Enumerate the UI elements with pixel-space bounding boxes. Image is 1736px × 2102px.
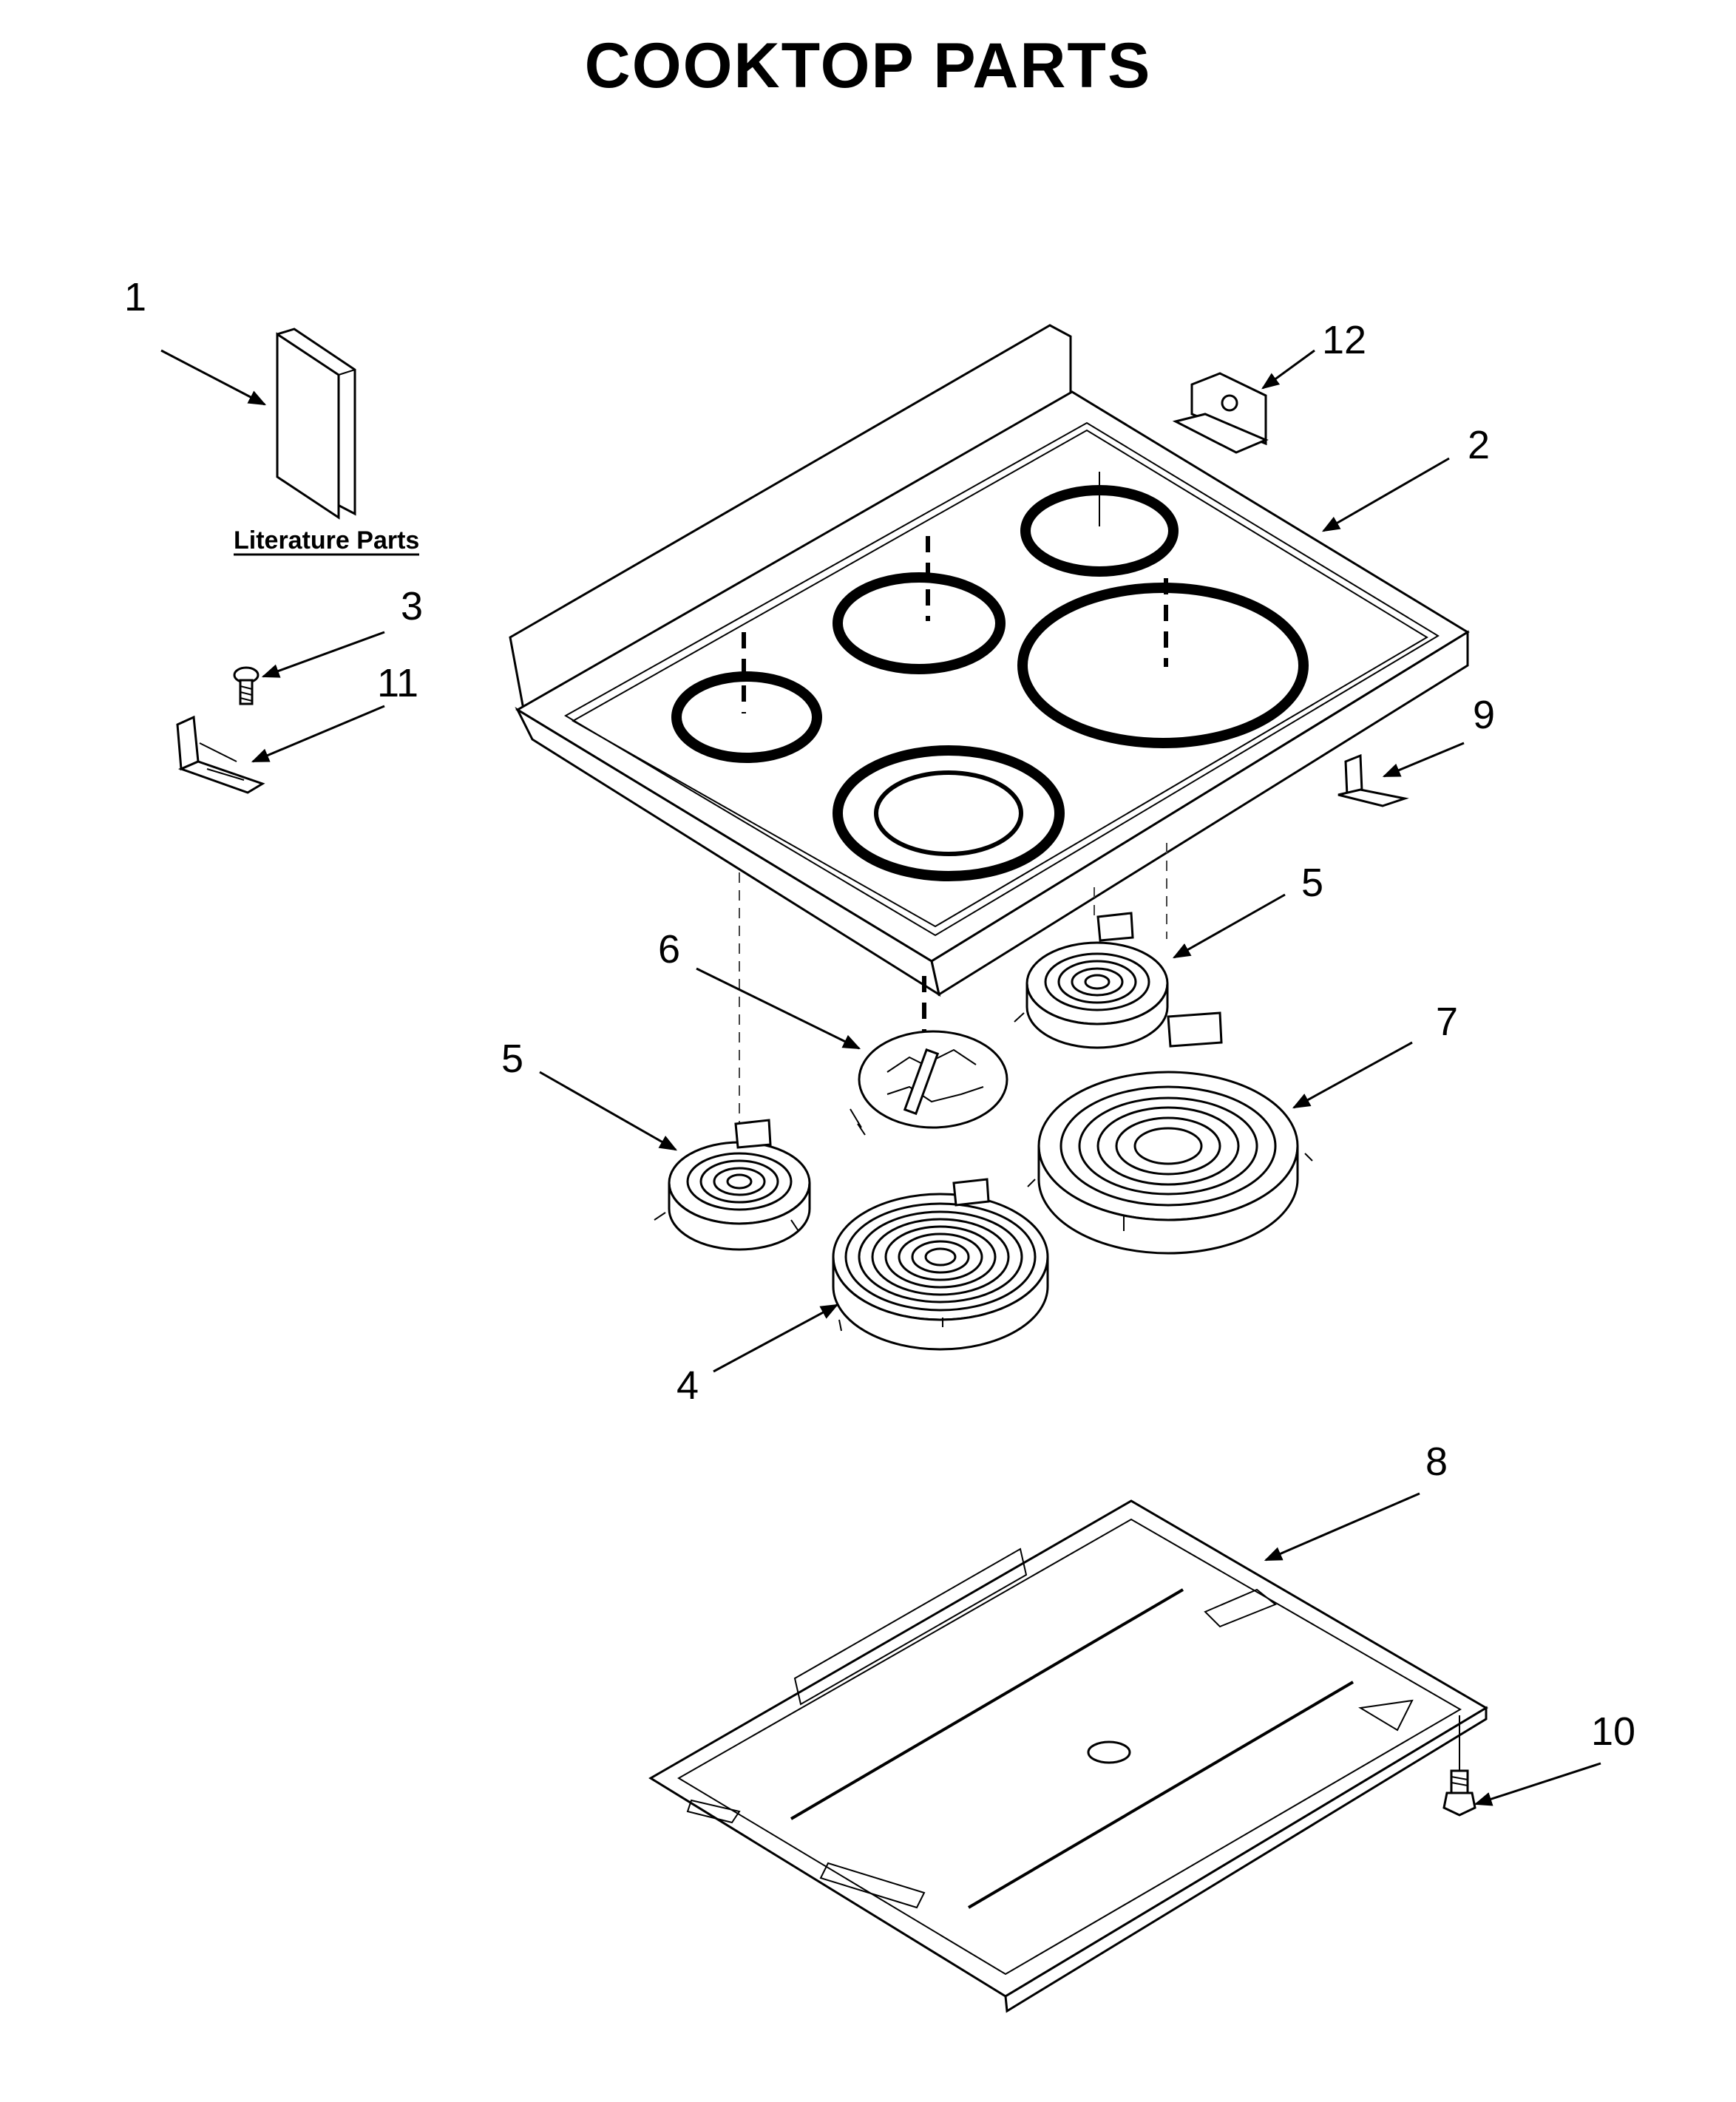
callout-6: 6 — [658, 927, 680, 972]
leader-arrow-12 — [1261, 349, 1315, 390]
callout-5-left: 5 — [501, 1037, 523, 1081]
callout-1: 1 — [124, 275, 146, 319]
element-part-5-right[interactable] — [1014, 912, 1169, 1049]
callout-2: 2 — [1468, 423, 1490, 467]
bracket-part-11[interactable] — [176, 715, 265, 794]
callout-7: 7 — [1436, 1000, 1458, 1044]
literature-parts-label: Literature Parts — [234, 526, 419, 555]
callout-5-right: 5 — [1301, 861, 1323, 905]
literature-book-part[interactable] — [276, 328, 356, 520]
bracket-part-12[interactable] — [1172, 372, 1269, 454]
leader-arrow-11 — [251, 705, 385, 763]
callout-12: 12 — [1322, 318, 1366, 362]
leader-arrow-1 — [160, 349, 267, 406]
support-tray-part-8[interactable] — [648, 1499, 1488, 2013]
leader-arrow-3 — [261, 631, 385, 678]
callout-3: 3 — [401, 584, 423, 628]
clip-part-9[interactable] — [1337, 753, 1409, 807]
leader-arrow-6 — [696, 967, 861, 1050]
leader-arrow-2 — [1321, 457, 1450, 532]
element-part-7[interactable] — [1027, 1011, 1313, 1255]
page-title: COOKTOP PARTS — [584, 30, 1152, 101]
plate-part-6[interactable] — [850, 1030, 1008, 1136]
leader-arrow-4 — [713, 1303, 839, 1373]
callout-10: 10 — [1591, 1709, 1635, 1754]
element-part-4[interactable] — [832, 1178, 1049, 1351]
leader-arrow-10 — [1474, 1762, 1601, 1806]
callout-8: 8 — [1425, 1440, 1448, 1484]
leader-arrow-7 — [1292, 1041, 1413, 1109]
leader-arrow-8 — [1264, 1492, 1420, 1562]
callout-4: 4 — [677, 1363, 699, 1408]
callout-11: 11 — [377, 661, 418, 705]
cooktop-glass-part-2[interactable] — [509, 324, 1470, 997]
callout-9: 9 — [1473, 693, 1495, 737]
leader-arrow-5-left — [539, 1071, 678, 1151]
leader-arrow-5-right — [1172, 893, 1286, 959]
screw-part-10[interactable] — [1442, 1715, 1476, 1817]
screw-part-3[interactable] — [233, 666, 260, 705]
element-part-5-left[interactable] — [654, 1119, 811, 1251]
leader-arrow-9 — [1382, 742, 1465, 778]
